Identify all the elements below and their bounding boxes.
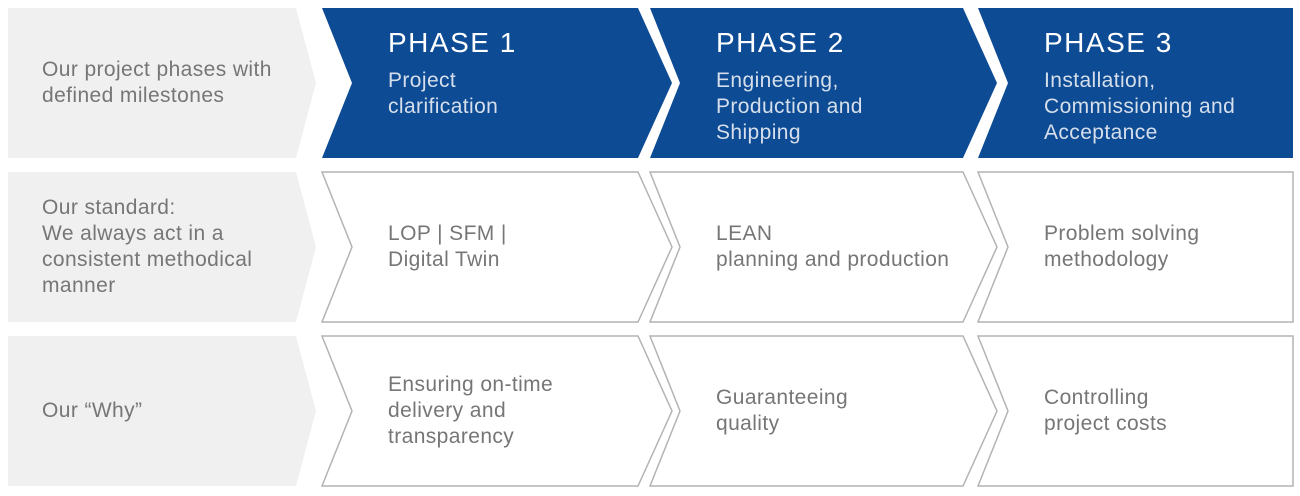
arrow-shape [320,335,673,487]
phase-2-arrow: PHASE 2 Engineering, Production and Ship… [650,8,997,158]
label-pentagon-shape [8,8,316,158]
phase-2-title: PHASE 2 [716,27,845,58]
standard-1-arrow: LOP | SFM | Digital Twin [320,171,673,323]
arrow-shape [322,8,672,158]
phase-1-arrow: PHASE 1 Project clarification [322,8,672,158]
arrow-shape [648,171,998,323]
phase-1-title: PHASE 1 [388,27,517,58]
row-phases-label-block: Our project phases with defined mileston… [8,8,316,158]
row-why-label-block: Our “Why” [8,336,316,486]
phase-3-subtitle: Installation, Commissioning and Acceptan… [1044,69,1236,144]
label-pentagon-shape [8,172,316,322]
why-3-arrow: Controlling project costs [976,335,1294,487]
arrow-shape [976,335,1294,487]
phase-1-subtitle: Project clarification [388,69,499,118]
standard-2-arrow: LEAN planning and production [648,171,998,323]
why-1-arrow: Ensuring on-time delivery and transparen… [320,335,673,487]
arrow-shape [648,335,998,487]
standard-3-text: Problem solving methodology [1044,222,1200,271]
why-1-text: Ensuring on-time delivery and transparen… [388,373,554,448]
row-phases: Our project phases with defined mileston… [0,8,1300,158]
why-2-text: Guaranteeing quality [716,386,849,435]
row-standards: Our standard: We always act in a consist… [0,171,1300,323]
arrow-shape [650,8,997,158]
row-why-label: Our “Why” [42,399,143,422]
arrow-shape [976,171,1294,323]
arrow-shape [978,8,1293,158]
row-standards-label-block: Our standard: We always act in a consist… [8,172,316,322]
row-why: Our “Why” Ensuring on-time delivery and … [0,335,1300,487]
phase-3-arrow: PHASE 3 Installation, Commissioning and … [978,8,1293,158]
why-3-text: Controlling project costs [1044,386,1168,435]
arrow-shape [320,171,673,323]
why-2-arrow: Guaranteeing quality [648,335,998,487]
standard-3-arrow: Problem solving methodology [976,171,1294,323]
standard-2-text: LEAN planning and production [716,222,950,271]
phase-2-subtitle: Engineering, Production and Shipping [716,69,863,144]
standard-1-text: LOP | SFM | Digital Twin [388,222,507,271]
phase-3-title: PHASE 3 [1044,27,1173,58]
label-pentagon-shape [8,336,316,486]
row-standards-label: Our standard: We always act in a consist… [42,196,253,297]
row-phases-label: Our project phases with defined mileston… [42,58,272,107]
